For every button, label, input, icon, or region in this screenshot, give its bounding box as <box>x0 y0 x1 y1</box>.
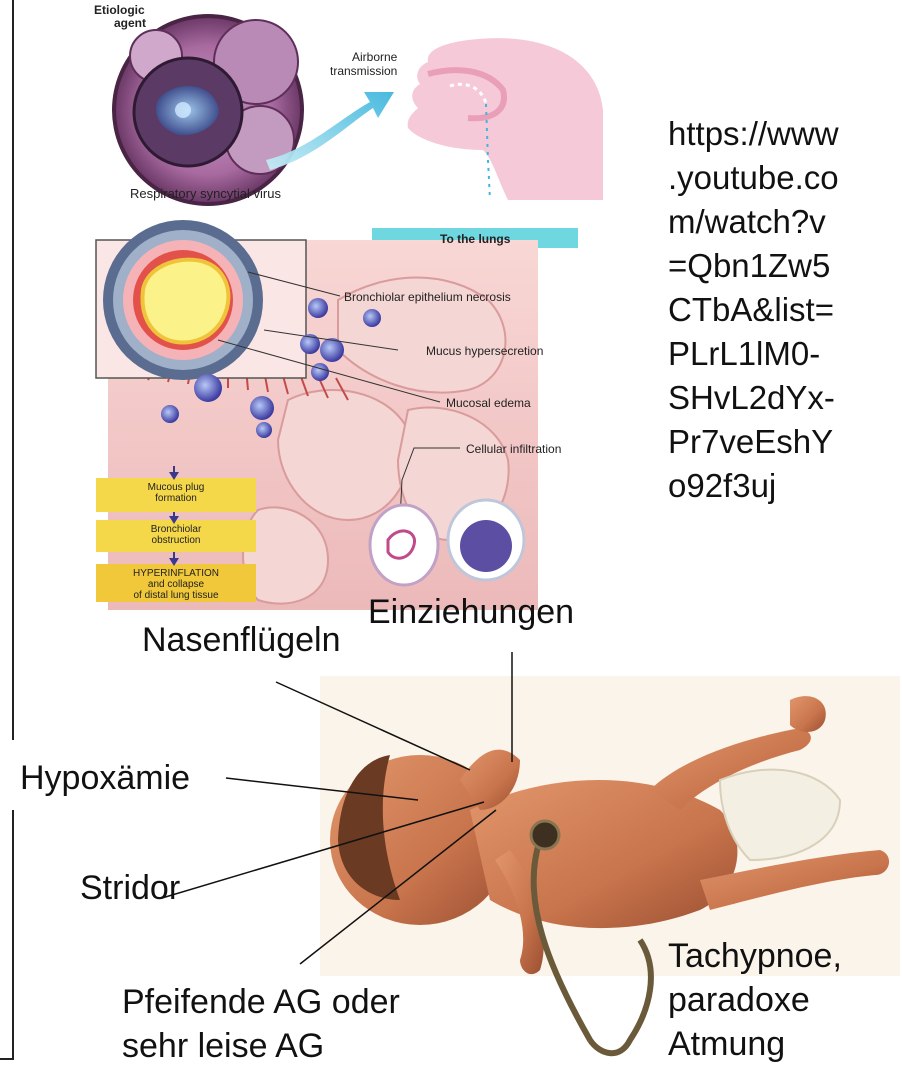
tachypnoe-label: Tachypnoe, paradoxe Atmung <box>668 934 842 1066</box>
hypoxaemie-label: Hypoxämie <box>20 758 190 799</box>
einziehungen-label: Einziehungen <box>368 592 574 633</box>
nasenfluegeln-label: Nasenflügeln <box>142 620 340 661</box>
stridor-label: Stridor <box>80 868 180 909</box>
pfeifende-label: Pfeifende AG oder sehr leise AG <box>122 980 400 1068</box>
